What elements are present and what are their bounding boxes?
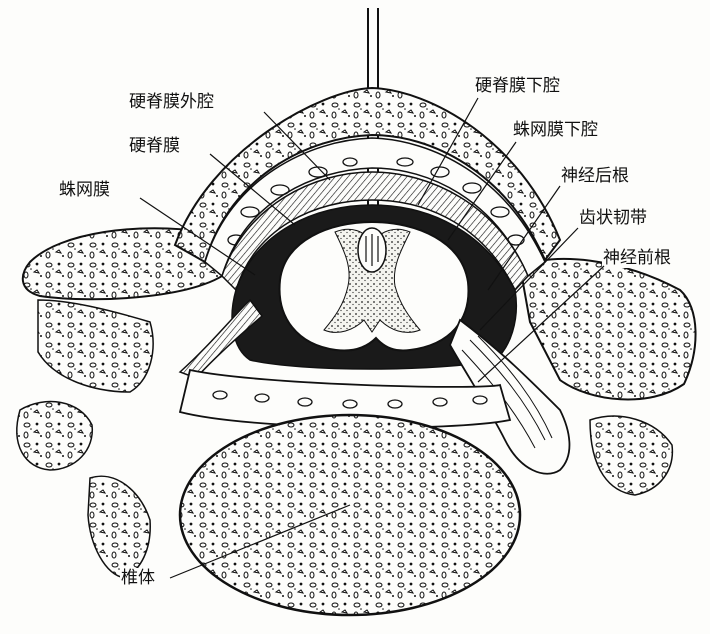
ligament-cells <box>212 390 488 409</box>
label-arachnoid: 蛛网膜 <box>58 180 111 200</box>
left-facet <box>37 299 154 393</box>
label-subarachnoid-space: 蛛网膜下腔 <box>512 120 599 140</box>
left-bottom-bone-fragment <box>87 475 151 579</box>
cord-texture-lines <box>365 234 379 266</box>
posterior-longitudinal-ligament <box>178 368 512 429</box>
right-transverse-process <box>518 257 697 401</box>
right-lower-fragment <box>589 415 674 496</box>
label-epidural-space: 硬脊膜外腔 <box>128 92 215 112</box>
label-posterior-root: 神经后根 <box>560 166 630 186</box>
left-lower-bone-fragment <box>16 400 93 471</box>
label-vertebral-body: 椎体 <box>120 568 156 588</box>
label-anterior-root: 神经前根 <box>602 248 672 268</box>
label-dura-mater: 硬脊膜 <box>128 136 181 156</box>
label-subdural-space: 硬脊膜下腔 <box>474 76 561 96</box>
gray-matter <box>323 228 421 333</box>
label-denticulate-ligament: 齿状韧带 <box>578 208 648 228</box>
vertebral-body <box>178 413 522 617</box>
